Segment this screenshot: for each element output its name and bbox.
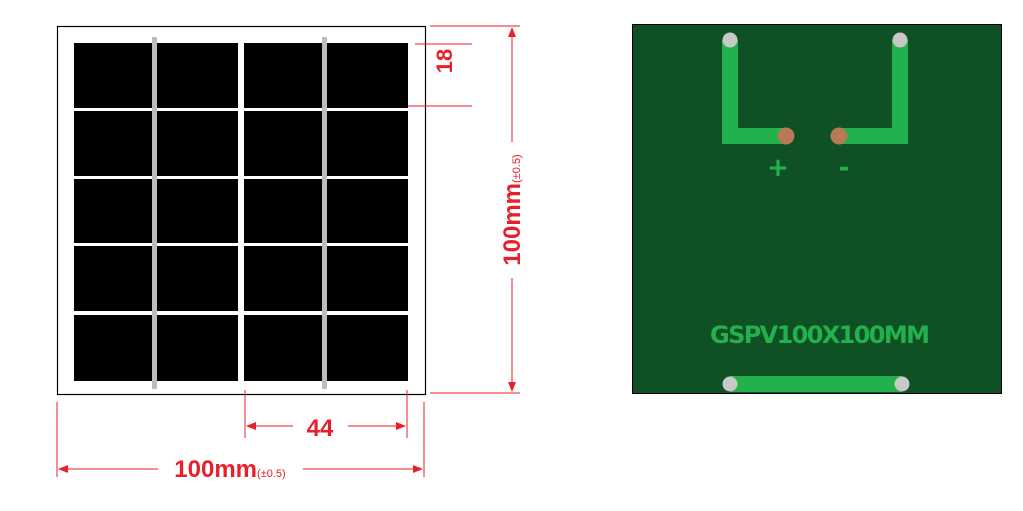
model-label: GSPV100X100MM xyxy=(710,321,930,349)
solar-cells xyxy=(74,43,408,381)
solar-cell xyxy=(157,179,238,243)
solar-cell xyxy=(74,111,154,176)
width-dimension: 100mm(±0.5) xyxy=(174,456,285,483)
cell-height-label: 18 xyxy=(432,49,457,73)
solar-cell xyxy=(157,315,238,381)
copper-traces xyxy=(722,40,908,392)
solar-cell xyxy=(327,246,408,311)
solar-cell xyxy=(157,111,238,176)
solar-cell xyxy=(244,246,324,311)
solar-cell xyxy=(157,43,238,108)
height-dimension: 100mm(±0.5) xyxy=(499,154,526,265)
solar-cell xyxy=(74,246,154,311)
positive-solder-point xyxy=(777,127,795,145)
positive-label: + xyxy=(767,153,789,183)
solar-cell xyxy=(327,315,408,381)
cell-group-width-label: 44 xyxy=(307,415,334,442)
solar-cell xyxy=(327,111,408,176)
pad-top-right xyxy=(892,32,908,48)
bottom-trace xyxy=(730,376,902,392)
pad-bottom-right xyxy=(894,376,910,392)
solar-cell xyxy=(244,179,324,243)
busbar-left xyxy=(152,37,157,389)
height-value: 100mm xyxy=(499,183,526,266)
height-tolerance: (±0.5) xyxy=(511,154,523,183)
pads xyxy=(722,32,910,392)
solar-cell xyxy=(74,179,154,243)
negative-label: - xyxy=(839,153,850,183)
solar-cell xyxy=(74,315,154,381)
solar-panel-front xyxy=(56,25,427,396)
solar-cell xyxy=(327,179,408,243)
solar-cell xyxy=(157,246,238,311)
dimension-lines xyxy=(56,25,520,477)
pad-top-left xyxy=(722,32,738,48)
pcb-board xyxy=(632,24,1002,394)
solar-panel-back: + - GSPV100X100MM xyxy=(632,24,1002,394)
busbar-right xyxy=(322,37,327,389)
solar-cell xyxy=(327,43,408,108)
width-value: 100mm xyxy=(174,456,257,483)
pad-bottom-left xyxy=(722,376,738,392)
svg-text:100mm(±0.5): 100mm(±0.5) xyxy=(499,154,526,265)
solar-cell xyxy=(74,43,154,108)
solar-cell xyxy=(244,43,324,108)
solar-cell xyxy=(244,315,324,381)
width-tolerance: (±0.5) xyxy=(257,468,286,480)
solar-cell xyxy=(244,111,324,176)
negative-solder-point xyxy=(830,127,848,145)
